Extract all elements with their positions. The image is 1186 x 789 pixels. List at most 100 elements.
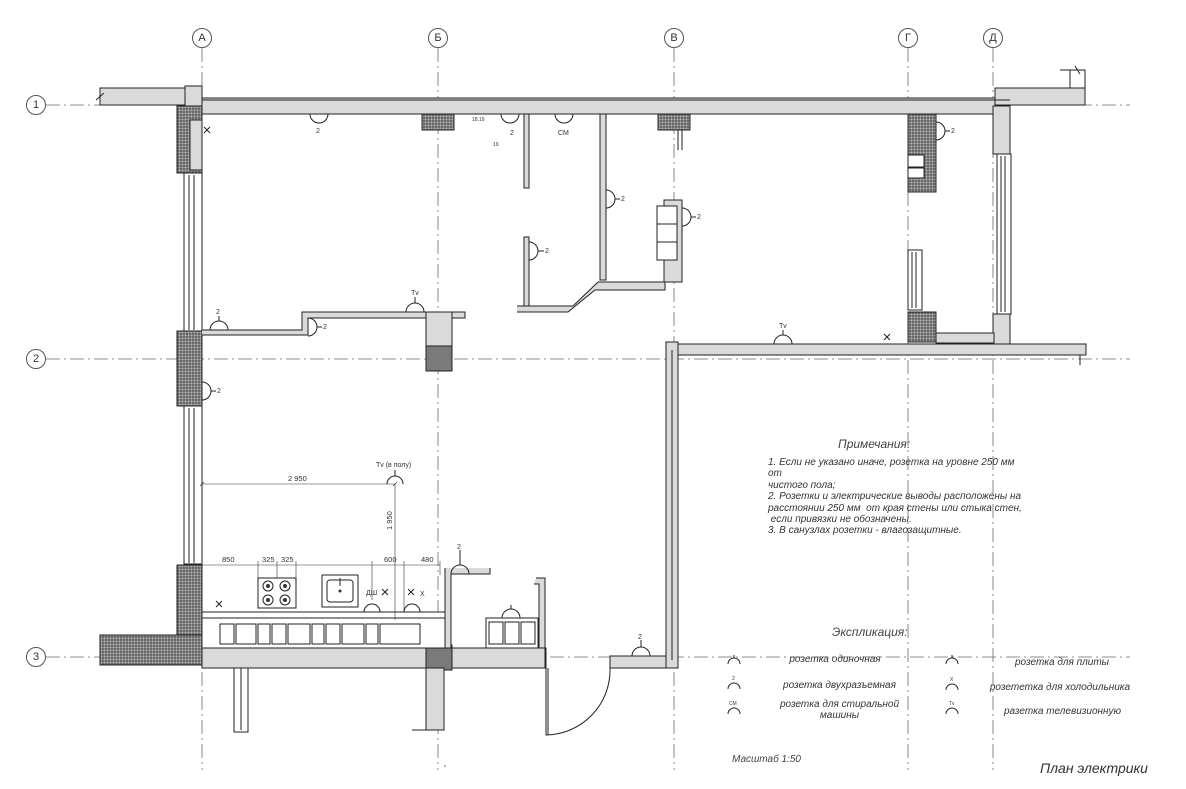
wall-kitchen-right — [534, 577, 546, 649]
dim-325-b: 325 — [281, 555, 294, 564]
wall-top-right-corner — [1060, 69, 1086, 105]
legend-icon-fridge — [945, 683, 959, 691]
axis-bubble-a — [192, 28, 212, 48]
dim-480: 480 — [421, 555, 434, 564]
svg-text:2: 2 — [323, 324, 327, 331]
svg-text:2: 2 — [638, 634, 642, 641]
axis-label-1: 1 — [33, 99, 39, 111]
socket-dishwasher — [363, 603, 381, 613]
svg-text:2: 2 — [697, 214, 701, 221]
note-line: 3. В санузлах розетки - влагозащитные. — [768, 525, 962, 537]
svg-text:ДШ: ДШ — [366, 590, 377, 597]
axis-label-b: Б — [434, 32, 441, 44]
legend-title: Экспликация: — [832, 625, 908, 639]
sheet-title: План электрики — [1040, 760, 1148, 776]
svg-text:2: 2 — [545, 248, 549, 255]
note-line: расстоянии 250 мм от края стены или стык… — [768, 502, 1022, 514]
wall-left-pier-2 — [176, 330, 203, 407]
socket-double-right — [935, 121, 946, 141]
svg-text:2: 2 — [621, 196, 625, 203]
window-right — [996, 153, 1012, 315]
window-left-1 — [183, 172, 203, 332]
wall-top-right-stub — [994, 87, 1086, 106]
wall-corridor-1 — [523, 113, 530, 189]
socket-double-top-2 — [500, 113, 520, 124]
wall-internal-partition — [202, 311, 466, 336]
socket-fridge — [403, 603, 421, 613]
dim-2950: 2 950 — [288, 474, 307, 483]
socket-washer — [554, 113, 574, 124]
grid-bubbles: А Б В Г Д 1 2 3 — [26, 28, 1003, 667]
wall-right-ext-2 — [992, 313, 1011, 345]
socket-tv-floor — [386, 475, 404, 485]
axis-bubble-2 — [26, 349, 46, 369]
column-top-2 — [657, 113, 691, 131]
wall-axis-2-right — [677, 343, 1087, 356]
socket-tv-living — [405, 302, 425, 313]
wall-corridor-3 — [599, 113, 607, 281]
dim-600: 600 — [384, 555, 397, 564]
wall-right-block — [907, 113, 937, 193]
axis-label-g: Г — [905, 32, 911, 44]
svg-text:2: 2 — [217, 388, 221, 395]
note-line: 2. Розетки и электрические выводы распол… — [768, 491, 1022, 503]
svg-text:Tv: Tv — [949, 701, 955, 707]
legend-icon-stove — [945, 657, 959, 665]
note-line: от — [768, 468, 782, 480]
legend-icon-tv — [945, 707, 959, 715]
note-line: чистого пола; — [768, 479, 836, 491]
stove — [257, 577, 297, 609]
socket-double-bottom — [631, 646, 651, 657]
window-left-2 — [183, 405, 203, 565]
legend-label-washer: розетка для стиральной машины — [779, 699, 900, 721]
notes-block: 1. Если не указано иначе, розетка на уро… — [768, 457, 1068, 537]
axis-label-2: 2 — [33, 353, 39, 365]
socket-double-corridor-1 — [605, 189, 616, 209]
axis-bubble-d — [983, 28, 1003, 48]
svg-text:19: 19 — [493, 142, 499, 148]
walls — [95, 65, 1087, 736]
note-line: 1. Если не указано иначе, розетка на уро… — [768, 457, 1015, 468]
legend-label-stove: розетка для плиты — [1014, 657, 1110, 668]
socket-double-top-1 — [309, 113, 329, 124]
legend-icon-washer — [727, 707, 741, 715]
socket-kitchen-2 — [501, 608, 521, 619]
wall-bottom-pier — [425, 667, 445, 731]
dimensions: 2 950 1 950 850 325 325 600 480 — [199, 474, 441, 620]
sockets: 2 2 СМ 18.19 19 2 2 2 2 Tv Tv Tv (в полу… — [201, 113, 955, 657]
legend-label-single: розетка одиночная — [789, 654, 881, 665]
socket-double-corridor-3 — [681, 207, 692, 227]
axis-label-d: Д — [989, 32, 997, 44]
legend-icon-single — [727, 657, 741, 665]
axis-bubble-b — [428, 28, 448, 48]
svg-text:Tv: Tv — [411, 290, 419, 297]
svg-text:2: 2 — [732, 676, 735, 682]
legend-symbols: 2 СМ Х Tv — [727, 655, 959, 715]
window-inner-right — [907, 249, 923, 311]
svg-text:2: 2 — [457, 544, 461, 551]
svg-text:18.19: 18.19 — [472, 117, 485, 123]
notes-title: Примечания: — [838, 437, 911, 451]
wall-top-left-pier — [184, 85, 203, 107]
axis-label-a: А — [198, 32, 206, 44]
svg-text:СМ: СМ — [558, 130, 569, 137]
wall-right-ext-1 — [992, 105, 1011, 155]
axis-bubble-3 — [26, 647, 46, 667]
column-top-1 — [421, 113, 455, 131]
axis-bubble-g — [898, 28, 918, 48]
legend-icon-double — [727, 682, 741, 690]
axis-label-3: 3 — [33, 651, 39, 663]
svg-text:СМ: СМ — [729, 701, 737, 707]
svg-text:Х: Х — [950, 677, 954, 683]
socket-double-corridor-2 — [528, 241, 539, 261]
socket-tv-right — [773, 334, 793, 345]
note-line: если привязки не обозначены. — [768, 514, 912, 526]
svg-text:2: 2 — [216, 309, 220, 316]
svg-text:Tv (в полу): Tv (в полу) — [376, 462, 411, 469]
wall-corridor-2 — [523, 236, 530, 313]
legend-label-tv: разетка телевизионную — [1003, 706, 1122, 717]
column-axis-2 — [425, 345, 453, 372]
socket-double-living-1 — [209, 320, 229, 331]
wall-kitchen-niche — [444, 568, 491, 649]
